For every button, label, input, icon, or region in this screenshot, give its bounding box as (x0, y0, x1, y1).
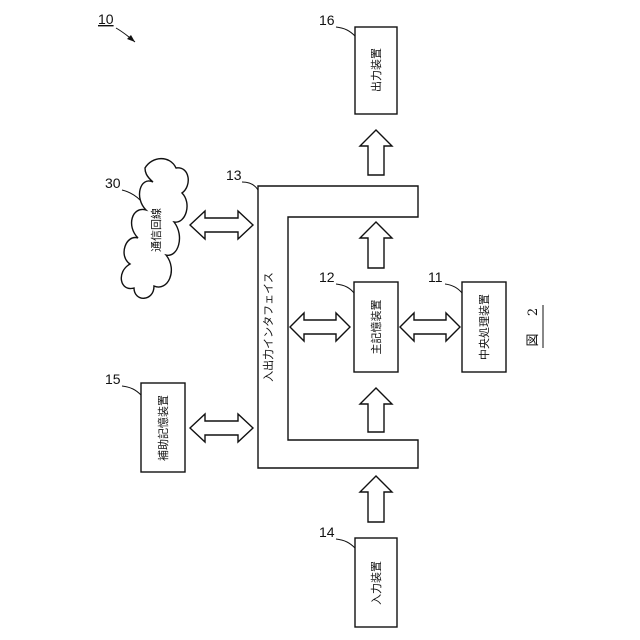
figure-number: 2 (526, 308, 541, 316)
ref-14: 14 (319, 524, 335, 540)
output-device-label: 出力装置 (369, 48, 383, 92)
main-memory-label: 主記憶装置 (369, 300, 383, 355)
ref-12: 12 (319, 269, 335, 285)
ref-16-lead (336, 27, 355, 36)
arrow-io-memory (290, 313, 350, 341)
ref-30-lead (122, 190, 140, 200)
cpu-label: 中央処理装置 (478, 294, 491, 360)
ref-15-lead (122, 386, 141, 395)
ref-16: 16 (319, 12, 335, 28)
arrow-memory-cpu (400, 313, 460, 341)
ref-10: 10 (98, 11, 114, 27)
ref-30: 30 (105, 175, 121, 191)
ref-11-lead (445, 284, 462, 293)
arrow-memory-to-io (360, 222, 392, 268)
ref-15: 15 (105, 371, 121, 387)
arrow-io-to-memory (360, 388, 392, 432)
auxiliary-storage-label: 補助記憶装置 (156, 395, 170, 461)
input-device-label: 入力装置 (370, 561, 383, 605)
communication-line-label: 通信回線 (149, 208, 163, 252)
ref-11: 11 (428, 269, 443, 285)
ref-14-lead (336, 539, 355, 548)
ref-13: 13 (226, 167, 242, 183)
ref-12-lead (336, 284, 354, 293)
arrow-auxiliary-io (190, 414, 253, 442)
arrow-cloud-io (190, 211, 253, 239)
io-interface-label: 入出力インタフェイス (261, 272, 275, 382)
figure-label: 図 (526, 333, 541, 346)
arrow-to-output-device (360, 130, 392, 175)
ref-13-lead (242, 182, 258, 190)
arrow-input-to-io (360, 476, 392, 522)
